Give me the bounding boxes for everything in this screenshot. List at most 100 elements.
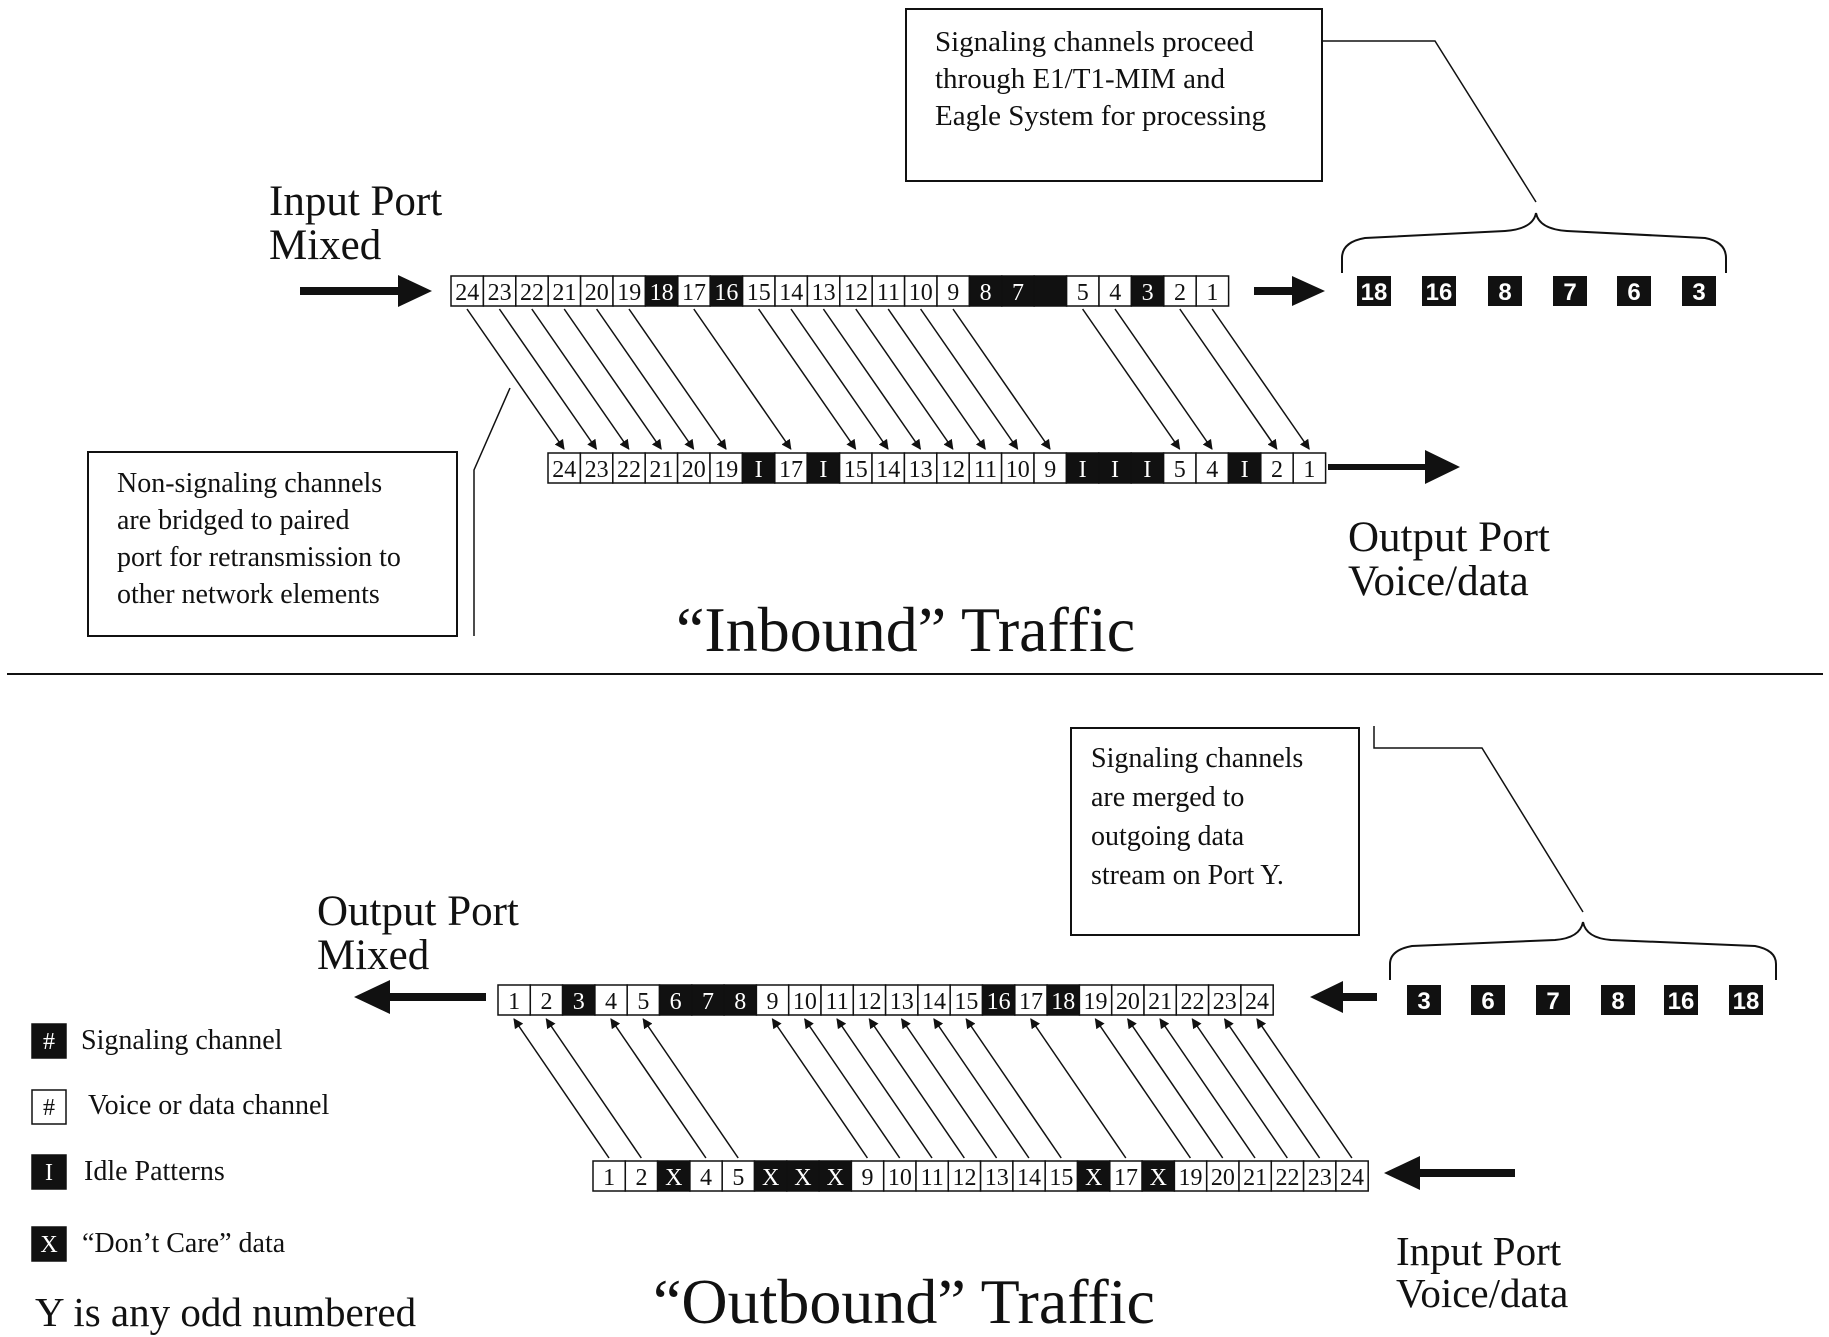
outbound-input-port-label: Input Port Voice/data	[1396, 1228, 1569, 1316]
outbound-input-cell	[979, 1160, 1014, 1192]
outbound-input-cell-label: 14	[1017, 1165, 1041, 1191]
inbound-input-cell-label: 7	[1012, 280, 1024, 306]
outbound-merge-arrow	[965, 1018, 1062, 1159]
outbound-mixed-cell	[1046, 984, 1081, 1016]
outbound-mixed-cell-label: 23	[1213, 989, 1237, 1015]
inbound-bridge-arrow	[595, 308, 695, 450]
inbound-input-cell	[1130, 275, 1165, 307]
inbound-input-cell	[515, 275, 549, 307]
inbound-input-cell	[1065, 275, 1100, 307]
outbound-mixed-cell-label: 16	[987, 989, 1011, 1015]
outbound-mixed-cell-label: 8	[734, 989, 746, 1015]
inbound-bridge-arrow	[919, 308, 1019, 450]
inbound-input-cell-label: 8	[980, 280, 992, 306]
outbound-mixed-cell-label: 4	[605, 989, 617, 1015]
inbound-bridge-arrow	[1179, 308, 1278, 450]
outbound-input-cell-label: 15	[1049, 1165, 1073, 1191]
inbound-output-cell-label: 15	[844, 457, 868, 483]
outbound-mixed-cell	[981, 984, 1016, 1016]
outbound-merge-arrow	[545, 1018, 642, 1159]
outbound-input-cell-label: 1	[603, 1165, 615, 1191]
outbound-signaling-chip	[1664, 985, 1698, 1015]
inbound-input-cell-label: 10	[909, 280, 933, 306]
inbound-input-cell-label: 14	[779, 280, 803, 306]
inbound-input-cell-label: 24	[455, 280, 479, 306]
inbound-input-cell-label: 22	[520, 280, 544, 306]
outbound-merge-arrow	[868, 1018, 965, 1159]
inbound-input-cell-label: 20	[585, 280, 609, 306]
legend-swatch-symbol-0: #	[43, 1029, 55, 1055]
outbound-mixed-cell-label: 3	[573, 989, 585, 1015]
legend-label-idle: Idle Patterns	[84, 1156, 225, 1187]
inbound-output-cell-label: 14	[876, 457, 900, 483]
outbound-mixed-cell	[755, 984, 790, 1016]
outbound-signaling-chip	[1407, 985, 1441, 1015]
inbound-signaling-chip-label: 18	[1361, 279, 1388, 306]
outbound-input-cell-label: 5	[732, 1165, 744, 1191]
outbound-mixed-cell-label: 11	[826, 989, 849, 1015]
outbound-title: “Outbound” Traffic	[653, 1266, 1155, 1337]
outbound-mixed-cell-label: 21	[1148, 989, 1172, 1015]
inbound-input-cell	[839, 275, 873, 307]
outbound-merge-arrow	[1094, 1018, 1192, 1159]
inbound-output-cell-label: 10	[1006, 457, 1030, 483]
outbound-signaling-chip-label: 18	[1733, 988, 1760, 1015]
outbound-input-cell	[1335, 1160, 1369, 1192]
outbound-merge-arrow	[1223, 1018, 1321, 1159]
inbound-output-cell-label: 1	[1303, 457, 1315, 483]
outbound-note-merge: Signaling channels are merged to outgoin…	[1070, 727, 1360, 936]
outbound-input-cell	[1173, 1160, 1208, 1192]
inbound-signaling-chip	[1422, 276, 1456, 306]
inbound-output-cell	[612, 452, 646, 484]
outbound-input-cell-label: 10	[888, 1165, 912, 1191]
legend-swatch-3	[31, 1226, 67, 1262]
outbound-input-cell	[592, 1160, 627, 1192]
outbound-merge-arrow	[642, 1018, 739, 1159]
outbound-input-cell-label: 17	[1114, 1165, 1138, 1191]
inbound-signaling-chip	[1617, 276, 1651, 306]
outbound-merge-arrow	[804, 1018, 901, 1159]
inbound-signaling-chip-label: 3	[1692, 279, 1705, 306]
inbound-output-cell	[1162, 452, 1197, 484]
inbound-input-cell	[450, 275, 485, 307]
outbound-mixed-cell	[658, 984, 693, 1016]
inbound-input-cell-label: 11	[877, 280, 900, 306]
outbound-mixed-cell-label: 5	[637, 989, 649, 1015]
inbound-output-cell	[903, 452, 938, 484]
inbound-output-cell	[936, 452, 970, 484]
outbound-input-cell-label: 24	[1340, 1165, 1364, 1191]
inbound-signaling-chip	[1553, 276, 1587, 306]
legend-swatch-symbol-1: #	[43, 1095, 55, 1121]
inbound-input-cell	[741, 275, 776, 307]
inbound-input-cell-label: 15	[747, 280, 771, 306]
inbound-signaling-chip-label: 7	[1563, 279, 1576, 306]
inbound-output-cell-label: I	[1143, 457, 1151, 483]
outbound-merge-arrow	[1127, 1018, 1224, 1159]
outbound-input-cell-label: 12	[952, 1165, 976, 1191]
inbound-output-cell-label: I	[755, 457, 763, 483]
legend-label-dont-care: “Don’t Care” data	[82, 1228, 286, 1259]
inbound-output-cell-label: 17	[779, 457, 803, 483]
note-top-leader	[1323, 40, 1537, 203]
outbound-mixed-cell-label: 2	[540, 989, 552, 1015]
outbound-input-cell	[1238, 1160, 1273, 1192]
outbound-merge-arrow	[610, 1018, 707, 1159]
inbound-input-cell	[612, 275, 647, 307]
inbound-input-cell-label: 23	[488, 280, 512, 306]
outbound-input-cell-label: X	[665, 1165, 682, 1191]
inbound-bridge-arrow	[466, 308, 565, 450]
inbound-input-cell-label: 16	[714, 280, 738, 306]
inbound-output-cell	[838, 452, 873, 484]
outbound-input-cell-label: 19	[1179, 1165, 1203, 1191]
inbound-output-cell-label: 23	[585, 457, 609, 483]
outbound-mixed-cell	[1240, 984, 1274, 1016]
inbound-output-cell	[741, 452, 776, 484]
outbound-input-cell-label: 22	[1275, 1165, 1299, 1191]
outbound-input-cell-label: 4	[700, 1165, 712, 1191]
inbound-bridge-arrow	[952, 308, 1051, 450]
